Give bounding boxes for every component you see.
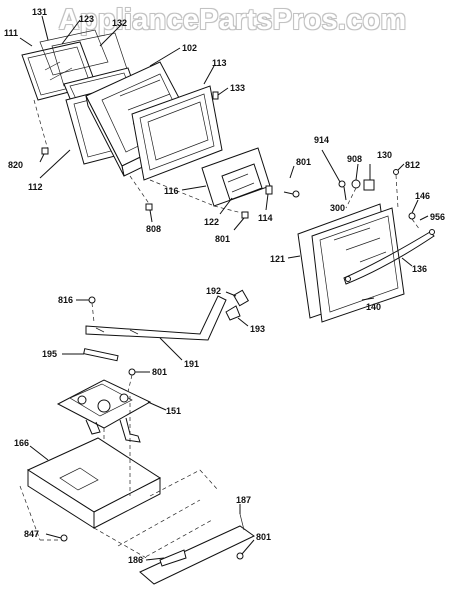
label-808: 808 [146,224,161,234]
label-820: 820 [8,160,23,170]
label-195: 195 [42,349,57,359]
label-102: 102 [182,43,197,53]
label-956: 956 [430,212,445,222]
label-111: 111 [4,28,18,38]
latch-rod-191 [85,295,227,341]
latch-knob-192 [232,289,250,307]
label-136: 136 [412,264,427,274]
label-193: 193 [250,324,265,334]
label-114: 114 [258,213,273,223]
screw-816 [88,296,96,304]
label-122: 122 [204,217,219,227]
label-191: 191 [184,359,199,369]
label-816: 816 [58,295,73,305]
label-121: 121 [270,254,285,264]
bottom-housing [19,396,255,585]
screw-801-right [292,190,300,198]
label-151: 151 [166,406,181,416]
label-112: 112 [28,182,43,192]
label-847: 847 [24,529,39,539]
latch-linkage [56,289,250,446]
screw-801-linkage [128,368,136,376]
label-116: 116 [164,186,179,196]
label-801-d: 801 [256,532,271,542]
washer-914 [338,180,346,188]
trim-strip-187 [139,525,255,585]
label-186: 186 [128,555,143,565]
label-801-a: 801 [215,234,230,244]
label-300: 300 [330,203,345,213]
label-131: 131 [32,7,47,17]
part-labels: 111 131 123 132 102 113 133 820 112 116 … [4,7,445,565]
label-113: 113 [212,58,227,68]
label-801-b: 801 [296,157,311,167]
label-132: 132 [112,18,127,28]
leader-lines [19,15,429,561]
bracket-130 [363,179,375,191]
label-914: 914 [314,135,329,145]
latch-connector-193 [225,305,241,321]
label-133: 133 [230,83,245,93]
spring-195 [83,348,119,362]
label-186 [159,549,187,567]
label-146: 146 [415,191,430,201]
label-140: 140 [366,302,381,312]
label-812: 812 [405,160,420,170]
door-panel-113 [131,85,223,181]
window-frame-140 [311,207,405,323]
watermark: AppliancePartsPros.com [58,4,407,36]
oven-door-assembly [21,29,300,219]
screw-812 [393,169,399,175]
screw-820 [41,147,49,155]
label-187: 187 [236,495,251,505]
handle-136 [343,231,435,285]
bracket-114 [265,185,273,195]
window-assembly [297,149,435,323]
label-192: 192 [206,286,221,296]
window-glass-122 [221,163,263,201]
label-123: 123 [79,14,94,24]
label-166: 166 [14,438,29,448]
washer-908 [351,179,361,189]
screw-801-trim [236,552,244,560]
screw-146 [408,212,416,220]
door-glass-131 [39,29,109,76]
label-130: 130 [377,150,392,160]
screw-847 [60,534,68,542]
screw-808 [145,203,153,211]
label-801-c: 801 [152,367,167,377]
clip-133 [212,91,219,100]
screw-801-door [241,211,249,219]
label-908: 908 [347,154,362,164]
